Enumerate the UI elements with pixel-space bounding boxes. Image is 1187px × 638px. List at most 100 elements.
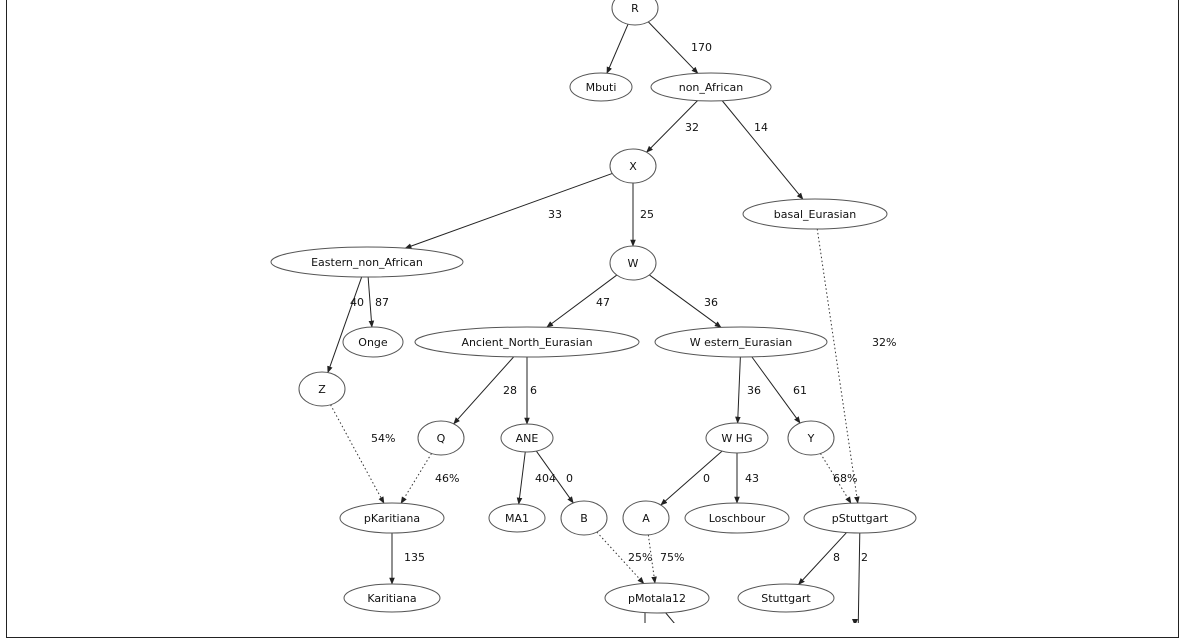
node-non-african: non_African xyxy=(650,72,772,102)
node-shape-z xyxy=(298,371,346,407)
node-label-r: R xyxy=(631,2,639,15)
node-label-y: Y xyxy=(807,432,815,445)
node-shape-western-eurasian xyxy=(654,326,828,358)
node-label-stuttgart: Stuttgart xyxy=(761,592,811,605)
node-loschbour: Loschbour xyxy=(684,502,790,534)
node-shape-onge xyxy=(342,326,404,358)
edge-label-y-to-pstuttgart: 68% xyxy=(833,472,857,485)
node-label-onge: Onge xyxy=(358,336,388,349)
node-a: A xyxy=(622,500,670,536)
edge-non-african-to-x xyxy=(646,100,698,153)
node-shape-basal-eurasian xyxy=(742,198,888,230)
edge-eastern-non-african-to-onge xyxy=(367,276,375,328)
edge-western-eurasian-to-whg xyxy=(735,356,741,424)
edge-pmotala12-offscreen-b xyxy=(664,611,675,623)
edge-label-eastern-non-african-to-z: 40 xyxy=(350,296,364,309)
node-shape-karitiana xyxy=(343,583,441,613)
node-pmotala12: pMotala12 xyxy=(604,582,710,614)
edge-label-r-to-non-african: 170 xyxy=(691,41,712,54)
edge-non-african-to-basal-eurasian xyxy=(721,100,804,200)
edge-label-b-to-pmotala12: 25% xyxy=(628,551,652,564)
node-shape-b xyxy=(560,500,608,536)
edge-label-ane-to-ma1: 404 xyxy=(535,472,556,485)
node-label-x: X xyxy=(629,160,637,173)
node-label-w: W xyxy=(628,257,639,270)
node-w: W xyxy=(609,245,657,281)
edge-basal-eurasian-to-pstuttgart xyxy=(816,228,860,504)
node-ane: ANE xyxy=(500,423,554,453)
node-shape-mbuti xyxy=(569,72,633,102)
offscreen-arrowhead xyxy=(852,619,858,623)
node-pkaritiana: pKaritiana xyxy=(339,502,445,534)
node-label-western-eurasian: W estern_Eurasian xyxy=(690,336,792,349)
edge-label-w-to-ancient-north-eurasian: 47 xyxy=(596,296,610,309)
node-x: X xyxy=(609,148,657,184)
edge-a-to-pmotala12 xyxy=(647,534,657,584)
edge-pstuttgart-to-offscreen-1 xyxy=(857,532,861,623)
node-label-ane: ANE xyxy=(516,432,539,445)
edge-label-pkaritiana-to-karitiana: 135 xyxy=(404,551,425,564)
node-label-pmotala12: pMotala12 xyxy=(628,592,686,605)
node-q: Q xyxy=(417,420,465,456)
node-label-pkaritiana: pKaritiana xyxy=(364,512,420,525)
node-label-loschbour: Loschbour xyxy=(709,512,766,525)
node-shape-eastern-non-african xyxy=(270,246,464,278)
node-shape-ancient-north-eurasian xyxy=(414,326,640,358)
node-label-ancient-north-eurasian: Ancient_North_Eurasian xyxy=(461,336,592,349)
edge-western-eurasian-to-y xyxy=(751,356,801,424)
edge-label-eastern-non-african-to-onge: 87 xyxy=(375,296,389,309)
edge-r-to-mbuti xyxy=(606,24,629,74)
edge-z-to-pkaritiana xyxy=(330,404,385,504)
node-basal-eurasian: basal_Eurasian xyxy=(742,198,888,230)
node-shape-ma1 xyxy=(488,503,546,533)
node-z: Z xyxy=(298,371,346,407)
edge-ane-to-b xyxy=(535,450,574,504)
edge-whg-to-a xyxy=(660,450,723,506)
node-label-karitiana: Karitiana xyxy=(367,592,416,605)
node-shape-pmotala12 xyxy=(604,582,710,614)
edge-label-basal-eurasian-to-pstuttgart: 32% xyxy=(872,336,896,349)
node-r: R xyxy=(611,0,659,26)
edge-label-ancient-north-eurasian-to-q: 28 xyxy=(503,384,517,397)
edge-label-non-african-to-basal-eurasian: 14 xyxy=(754,121,768,134)
edge-ancient-north-eurasian-to-q xyxy=(453,356,515,425)
edge-label-w-to-western-eurasian: 36 xyxy=(704,296,718,309)
edge-label-whg-to-a: 0 xyxy=(703,472,710,485)
edge-label-ane-to-b: 0 xyxy=(566,472,573,485)
node-shape-r xyxy=(611,0,659,26)
node-onge: Onge xyxy=(342,326,404,358)
edge-label-western-eurasian-to-whg: 36 xyxy=(747,384,761,397)
node-shape-x xyxy=(609,148,657,184)
node-shape-whg xyxy=(705,422,769,454)
node-label-z: Z xyxy=(318,383,326,396)
node-label-q: Q xyxy=(437,432,446,445)
node-ma1: MA1 xyxy=(488,503,546,533)
edge-label-pstuttgart-to-stuttgart: 8 xyxy=(833,551,840,564)
node-label-eastern-non-african: Eastern_non_African xyxy=(311,256,423,269)
node-mbuti: Mbuti xyxy=(569,72,633,102)
edge-q-to-pkaritiana xyxy=(400,453,432,504)
edge-label-q-to-pkaritiana: 46% xyxy=(435,472,459,485)
edge-label-x-to-eastern-non-african: 33 xyxy=(548,208,562,221)
edge-label-western-eurasian-to-y: 61 xyxy=(793,384,807,397)
edge-eastern-non-african-to-z xyxy=(327,276,363,374)
edge-w-to-western-eurasian xyxy=(649,274,722,328)
edge-label-non-african-to-x: 32 xyxy=(685,121,699,134)
node-ancient-north-eurasian: Ancient_North_Eurasian xyxy=(414,326,640,358)
nodes-layer: R Mbuti non_AfricanXbasal_EurasianEastern_… xyxy=(270,0,917,614)
node-shape-q xyxy=(417,420,465,456)
edge-label-whg-to-loschbour: 43 xyxy=(745,472,759,485)
node-shape-pkaritiana xyxy=(339,502,445,534)
edge-w-to-ancient-north-eurasian xyxy=(546,274,618,328)
node-karitiana: Karitiana xyxy=(343,583,441,613)
edge-label-z-to-pkaritiana: 54% xyxy=(371,432,395,445)
edge-r-to-non-african xyxy=(647,21,699,74)
node-shape-y xyxy=(787,420,835,456)
node-shape-ane xyxy=(500,423,554,453)
node-b: B xyxy=(560,500,608,536)
node-western-eurasian: W estern_Eurasian xyxy=(654,326,828,358)
node-shape-stuttgart xyxy=(737,583,835,613)
node-whg: W HG xyxy=(705,422,769,454)
